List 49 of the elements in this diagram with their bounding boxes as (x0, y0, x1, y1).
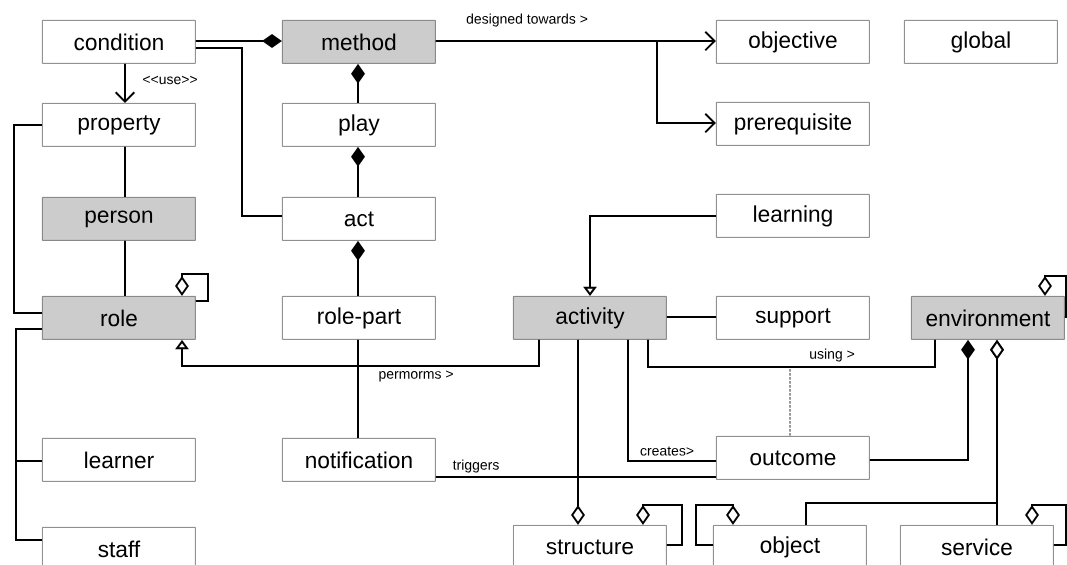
class-box: play (282, 103, 436, 147)
connector-line (194, 47, 283, 217)
connector-line (627, 338, 717, 462)
connector-line (124, 239, 126, 297)
class-box: support (716, 296, 870, 340)
class-box: property (42, 103, 196, 147)
arrow (175, 338, 540, 367)
class-box: activity (513, 296, 667, 340)
class-box: learning (716, 194, 870, 238)
connector-line (15, 328, 43, 541)
aggregation-line (571, 338, 585, 525)
aggregation-line (1038, 275, 1067, 318)
class-box: object (713, 525, 867, 565)
edge-label: permorms > (377, 369, 455, 383)
aggregation-line (194, 34, 282, 48)
aggregation-line (175, 273, 209, 302)
edge-label: creates> (638, 445, 696, 457)
connector-line (665, 316, 717, 318)
class-box: service (900, 525, 1054, 565)
class-box: structure (513, 525, 667, 565)
class-box: global (904, 20, 1058, 64)
class-box: learner (42, 438, 196, 482)
class-box: condition (42, 20, 196, 64)
arrow (114, 62, 136, 103)
class-box: notification (282, 438, 436, 482)
class-box: act (282, 197, 436, 241)
class-box: objective (716, 20, 870, 64)
class-box: method (282, 20, 436, 64)
class-box: person (42, 197, 196, 241)
aggregation-line (695, 504, 740, 546)
edge-label: triggers (451, 458, 501, 474)
aggregation-line (1025, 504, 1067, 546)
class-box: role-part (282, 296, 436, 340)
class-box: outcome (716, 436, 870, 480)
connector-line (647, 338, 936, 368)
edge-label: <<use>> (141, 74, 199, 86)
dashed-line (789, 368, 791, 437)
connector-line (124, 145, 126, 198)
class-box: role (42, 296, 196, 340)
connector-line (357, 338, 359, 439)
edge-label: using > (807, 347, 857, 363)
connector-line (434, 476, 717, 478)
class-box: prerequisite (716, 102, 870, 146)
class-box: environment (911, 296, 1065, 340)
aggregation-line (636, 504, 683, 546)
class-box: staff (42, 527, 196, 565)
connector-line (13, 124, 43, 314)
edge-label: designed towards > (464, 12, 590, 28)
arrow (434, 40, 716, 134)
